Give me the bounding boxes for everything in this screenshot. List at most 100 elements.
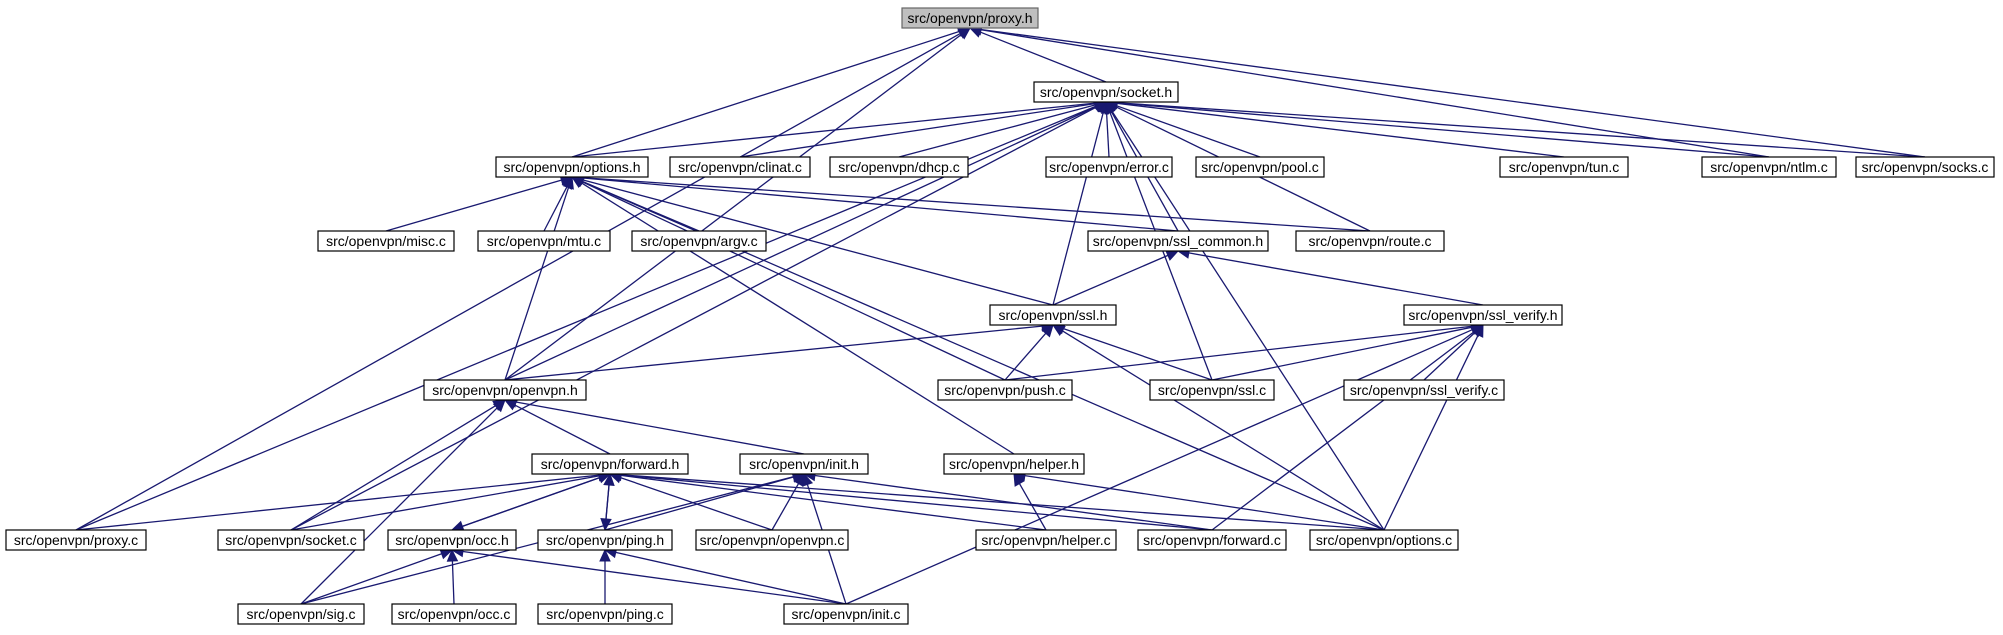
edge-openvpn_c-to-init_h	[771, 483, 800, 531]
edge-socket_h-to-proxy_h	[979, 31, 1107, 83]
edge-socks_c-to-socket_h	[1116, 102, 1926, 158]
node-socket-c[interactable]: src/openvpn/socket.c	[217, 529, 365, 551]
edge-options_c-to-socket_h	[1111, 110, 1385, 531]
node-box	[943, 453, 1085, 475]
edge-openvpn_h-to-proxy_h	[504, 34, 962, 381]
node-misc-c[interactable]: src/openvpn/misc.c	[317, 230, 455, 252]
node-label: src/openvpn/ssl_verify.c	[1350, 382, 1498, 398]
node-label: src/openvpn/occ.c	[398, 606, 511, 622]
node-box	[1033, 81, 1179, 103]
edge-proxy_c-to-forward_h	[75, 474, 600, 531]
node-ssl-c[interactable]: src/openvpn/ssl.c	[1149, 379, 1275, 401]
node-forward-h[interactable]: src/openvpn/forward.h	[531, 453, 689, 475]
node-sig-c[interactable]: src/openvpn/sig.c	[237, 603, 365, 625]
node-ping-h[interactable]: src/openvpn/ping.h	[537, 529, 673, 551]
node-error-c[interactable]: src/openvpn/error.c	[1045, 156, 1173, 178]
node-openvpn-c[interactable]: src/openvpn/openvpn.c	[695, 529, 849, 551]
edge-forward_c-to-ssl_verify_h	[1211, 331, 1475, 531]
edge-proxy_c-to-proxy_h	[75, 32, 961, 531]
node-init-h[interactable]: src/openvpn/init.h	[739, 453, 869, 475]
node-options-c[interactable]: src/openvpn/options.c	[1309, 529, 1459, 551]
node-label: src/openvpn/socket.c	[225, 532, 357, 548]
node-label: src/openvpn/socket.h	[1040, 84, 1172, 100]
node-ssl-common-h[interactable]: src/openvpn/ssl_common.h	[1087, 230, 1269, 252]
edge-ssl_h-to-ssl_common_h	[1052, 254, 1169, 306]
edge-options_h-to-socket_h	[571, 102, 1096, 158]
node-label: src/openvpn/misc.c	[326, 233, 446, 249]
node-label: src/openvpn/helper.c	[981, 532, 1110, 548]
node-dhcp-c[interactable]: src/openvpn/dhcp.c	[829, 156, 969, 178]
node-proxy-c[interactable]: src/openvpn/proxy.c	[5, 529, 147, 551]
node-route-c[interactable]: src/openvpn/route.c	[1295, 230, 1445, 252]
node-label: src/openvpn/ssl.c	[1158, 382, 1266, 398]
node-helper-c[interactable]: src/openvpn/helper.c	[975, 529, 1117, 551]
node-forward-c[interactable]: src/openvpn/forward.c	[1137, 529, 1287, 551]
edge-push_c-to-options_h	[581, 181, 1006, 381]
node-label: src/openvpn/init.c	[792, 606, 901, 622]
node-label: src/openvpn/openvpn.h	[432, 382, 578, 398]
edge-openvpn_h-to-socket_h	[504, 106, 1097, 381]
edge-forward_c-to-forward_h	[620, 474, 1213, 531]
edge-ssl_common_h-to-options_h	[582, 177, 1179, 232]
edge-sig_c-to-openvpn_h	[300, 407, 498, 605]
node-tun-c[interactable]: src/openvpn/tun.c	[1499, 156, 1629, 178]
arrowhead-sig_c-to-openvpn_h	[492, 399, 506, 413]
node-box	[1137, 529, 1287, 551]
node-socket-h[interactable]: src/openvpn/socket.h	[1033, 81, 1179, 103]
edge-route_c-to-options_h	[582, 177, 1371, 232]
node-box	[1149, 379, 1275, 401]
edge-dhcp_c-to-socket_h	[898, 104, 1096, 158]
node-options-h[interactable]: src/openvpn/options.h	[495, 156, 649, 178]
arrowhead-occ_c-to-occ_h	[446, 548, 459, 562]
node-mtu-c[interactable]: src/openvpn/mtu.c	[477, 230, 611, 252]
edge-socket_c-to-openvpn_h	[290, 405, 496, 531]
node-proxy-h[interactable]: src/openvpn/proxy.h	[901, 7, 1039, 29]
node-box	[669, 156, 811, 178]
node-box	[537, 603, 673, 625]
edge-init_c-to-occ_h	[462, 550, 847, 605]
node-helper-h[interactable]: src/openvpn/helper.h	[943, 453, 1085, 475]
node-push-c[interactable]: src/openvpn/push.c	[937, 379, 1073, 401]
node-box	[495, 156, 649, 178]
node-ntlm-c[interactable]: src/openvpn/ntlm.c	[1701, 156, 1837, 178]
node-box	[387, 529, 517, 551]
node-clinat-c[interactable]: src/openvpn/clinat.c	[669, 156, 811, 178]
node-label: src/openvpn/occ.h	[395, 532, 509, 548]
node-openvpn-h[interactable]: src/openvpn/openvpn.h	[423, 379, 587, 401]
edge-ssl_verify_h-to-ssl_common_h	[1188, 252, 1484, 306]
node-box	[423, 379, 587, 401]
node-socks-c[interactable]: src/openvpn/socks.c	[1855, 156, 1995, 178]
node-label: src/openvpn/push.c	[944, 382, 1065, 398]
node-argv-c[interactable]: src/openvpn/argv.c	[631, 230, 767, 252]
node-label: src/openvpn/mtu.c	[487, 233, 601, 249]
node-label: src/openvpn/options.c	[1316, 532, 1452, 548]
edge-socket_c-to-forward_h	[290, 475, 600, 531]
edge-push_c-to-ssl_verify_h	[1004, 325, 1473, 381]
edge-helper_c-to-helper_h	[1018, 483, 1047, 531]
node-occ-c[interactable]: src/openvpn/occ.c	[391, 603, 517, 625]
arrowhead-options_c-to-ssl_h	[1051, 324, 1066, 336]
node-label: src/openvpn/proxy.h	[907, 10, 1032, 26]
edge-clinat_c-to-socket_h	[739, 102, 1096, 158]
node-box	[5, 529, 147, 551]
node-pool-c[interactable]: src/openvpn/pool.c	[1195, 156, 1325, 178]
node-init-c[interactable]: src/openvpn/init.c	[783, 603, 909, 625]
node-box	[1195, 156, 1325, 178]
node-label: src/openvpn/dhcp.c	[838, 159, 959, 175]
node-ssl-verify-h[interactable]: src/openvpn/ssl_verify.h	[1403, 304, 1563, 326]
edge-socks_c-to-proxy_h	[980, 28, 1926, 158]
node-occ-h[interactable]: src/openvpn/occ.h	[387, 529, 517, 551]
edge-ntlm_c-to-proxy_h	[980, 29, 1770, 158]
node-ping-c[interactable]: src/openvpn/ping.c	[537, 603, 673, 625]
node-box	[1045, 156, 1173, 178]
node-box	[1295, 230, 1445, 252]
node-box	[1403, 304, 1563, 326]
edge-ntlm_c-to-socket_h	[1116, 102, 1770, 158]
edge-ssl_c-to-ssl_h	[1063, 327, 1213, 381]
edge-options_c-to-ssl_h	[1062, 330, 1385, 531]
node-ssl-verify-c[interactable]: src/openvpn/ssl_verify.c	[1343, 379, 1505, 401]
node-ssl-h[interactable]: src/openvpn/ssl.h	[989, 304, 1117, 326]
node-label: src/openvpn/error.c	[1049, 159, 1169, 175]
nodes-layer: src/openvpn/proxy.h src/openvpn/socket.h s…	[5, 7, 1995, 625]
edge-init_c-to-ping_h	[615, 551, 847, 605]
